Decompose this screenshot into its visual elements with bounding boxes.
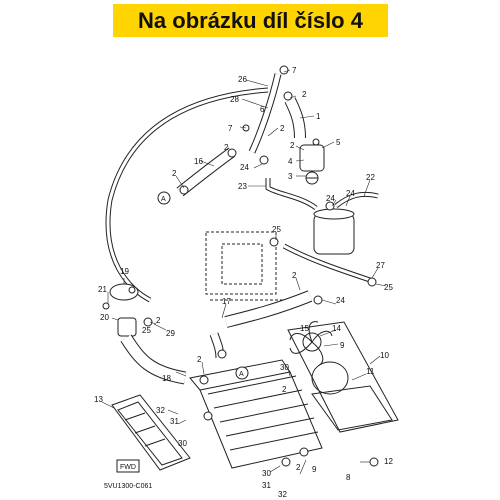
label-7a: 7 [292,66,297,75]
label-16: 16 [194,157,203,166]
leader-lines [101,69,387,475]
label-23: 23 [238,182,247,191]
label-2f: 2 [292,271,297,280]
label-2i: 2 [282,385,287,394]
label-15: 13 [94,395,103,404]
label-27: 27 [376,261,385,270]
label-24d: 24 [336,296,345,305]
label-1: 1 [316,112,321,121]
label-22: 22 [366,173,375,182]
label-30c: 30 [262,469,271,478]
fan-motor-assembly [287,321,399,433]
label-32a: 32 [156,406,165,415]
label-24a: 24 [240,163,249,172]
reservoir-tank [313,213,355,255]
label-5: 5 [336,138,341,147]
label-17: 17 [222,297,231,306]
label-24b: 24 [326,194,335,203]
diagram-code: 5VU1300-C061 [104,483,152,490]
fwd-tag [116,459,140,473]
label-7b: 7 [228,124,233,133]
engine-block [205,231,300,301]
label-21: 21 [98,285,107,294]
label-20: 20 [100,313,109,322]
label-12: 14 [332,324,341,333]
label-25a: 25 [272,225,281,234]
ref-marker-a-2-text: A [239,371,244,378]
label-29: 29 [166,329,175,338]
label-19: 19 [120,267,129,276]
label-2a: 2 [302,90,307,99]
ref-marker-a-1 [157,191,171,205]
label-14: 12 [384,457,393,466]
label-2j: 2 [296,463,301,472]
label-2b: 2 [280,124,285,133]
label-9a: 9 [340,341,345,350]
fwd-tag-text: FWD [120,464,136,471]
label-2e: 2 [224,143,229,152]
thermostat-housing-4 [299,144,325,172]
part-number-labels: 26 28 7 2 6 1 7 2 5 2 4 3 16 2 2 24 23 2… [94,66,393,499]
banner-title: Na obrázku díl číslo 4 [138,7,363,33]
label-2g: 2 [156,316,161,325]
radiator-core [189,359,323,469]
radiator-cover-15 [111,394,191,471]
part-number-banner: Na obrázku díl číslo 4 [113,4,388,37]
label-26: 26 [238,75,247,84]
label-3: 3 [288,172,293,181]
label-11: 11 [366,367,375,376]
label-10: 10 [380,351,389,360]
label-4: 4 [288,157,293,166]
label-8: 8 [346,473,351,482]
label-6: 6 [260,105,265,114]
label-2c: 2 [290,141,295,150]
label-18: 18 [162,374,171,383]
label-2d: 2 [172,169,177,178]
hose-28 [105,87,269,303]
cooling-fan-13 [289,321,333,367]
label-24c: 24 [346,189,355,198]
ref-marker-a-2 [235,366,249,380]
label-2h: 2 [197,355,202,364]
label-28: 28 [230,95,239,104]
label-13: 15 [300,324,309,333]
ref-marker-a-1-text: A [161,196,166,203]
hose-clamps [102,65,379,467]
label-25c: 25 [142,326,151,335]
label-32b: 32 [278,490,287,499]
label-31a: 31 [170,417,179,426]
label-31b: 31 [262,481,271,490]
label-30a: 30 [280,363,289,372]
label-9b: 9 [312,465,317,474]
label-25b: 25 [384,283,393,292]
label-30b: 30 [178,439,187,448]
